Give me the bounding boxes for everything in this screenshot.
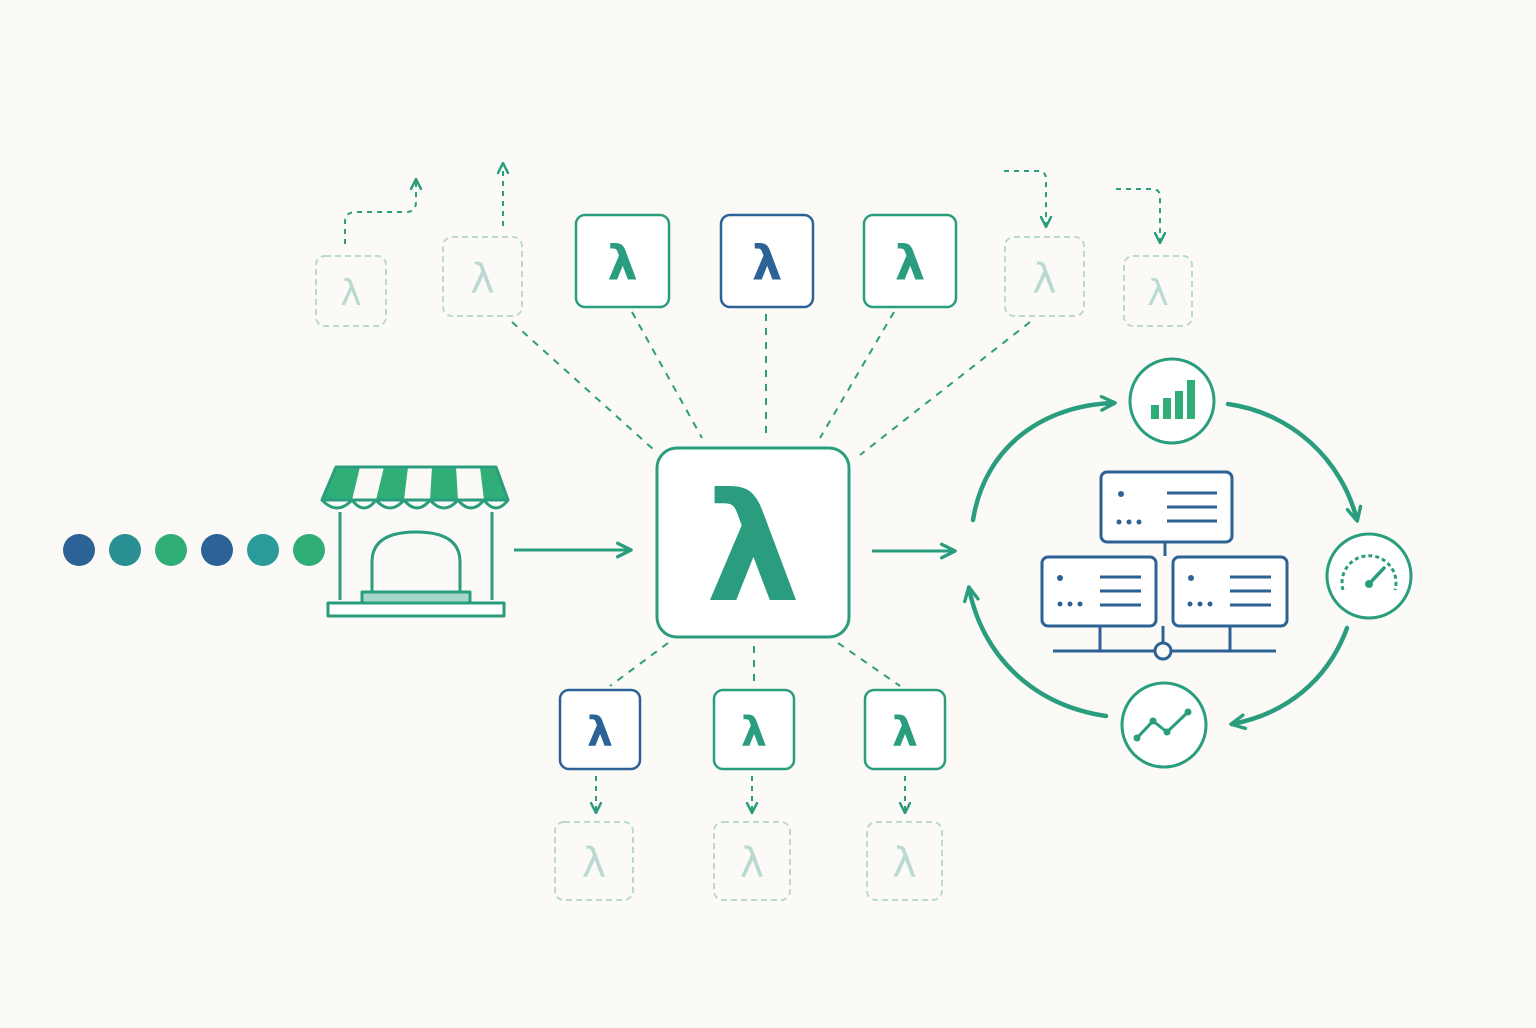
lambda-icon: λ <box>582 839 606 887</box>
scaled-instance-box <box>713 821 791 901</box>
lambda-icon: λ <box>752 235 782 291</box>
function-instance: λ <box>719 213 815 309</box>
scaled-instance-box <box>315 255 387 327</box>
storefront-icon <box>320 465 510 618</box>
lambda-icon: λ <box>740 839 764 887</box>
lambda-icon: λ <box>1147 273 1168 314</box>
scaled-instance-box <box>866 821 943 901</box>
function-instance-box <box>574 213 671 309</box>
function-instance: λ <box>712 688 796 771</box>
main-function-box <box>655 446 851 639</box>
fan-out-connectors <box>511 311 1031 687</box>
request-dot-icon <box>109 534 141 566</box>
scaled-instance: λ <box>442 236 523 317</box>
lambda-icon: λ <box>340 273 361 314</box>
function-instance-box <box>719 213 815 309</box>
function-instance: λ <box>863 688 947 771</box>
lambda-icon: λ <box>741 707 767 755</box>
function-instance: λ <box>574 213 671 309</box>
function-instance-box <box>558 688 642 771</box>
lambda-icon: λ <box>892 707 918 755</box>
server-rack-icon <box>1040 470 1289 661</box>
request-dot-icon <box>247 534 279 566</box>
function-instance-box <box>862 213 958 309</box>
function-instance: λ <box>558 688 642 771</box>
lambda-icon: λ <box>1032 254 1056 302</box>
scaled-instance: λ <box>713 821 791 901</box>
lambda-icon: λ <box>607 235 637 291</box>
main-lambda-icon: λ <box>706 462 801 636</box>
scaled-instance-box <box>1004 236 1085 317</box>
request-dot-icon <box>293 534 325 566</box>
scaled-instance: λ <box>1123 255 1193 327</box>
scaled-instance: λ <box>315 255 387 327</box>
scaled-instance-box <box>1123 255 1193 327</box>
main-function: λ <box>655 446 851 639</box>
lambda-instances: λ λ λ λ λ λ λ λ λ λ λ λ λ <box>315 213 1193 901</box>
line-chart-icon <box>1120 681 1208 769</box>
request-dot-icon <box>155 534 187 566</box>
bar-chart-icon <box>1128 357 1216 445</box>
scaled-instance-box <box>554 821 634 901</box>
function-instance: λ <box>862 213 958 309</box>
request-dot-icon <box>201 534 233 566</box>
scaled-instance: λ <box>1004 236 1085 317</box>
function-instance-box <box>712 688 796 771</box>
lambda-icon: λ <box>892 839 916 887</box>
lambda-icon: λ <box>470 254 494 302</box>
request-dot-icon <box>63 534 95 566</box>
function-instance-box <box>863 688 947 771</box>
scaling-arrows <box>344 164 1160 812</box>
cycle-arrows-icon <box>963 394 1363 731</box>
lambda-icon: λ <box>587 707 613 755</box>
speedometer-gauge-icon <box>1325 532 1413 620</box>
lambda-icon: λ <box>895 235 925 291</box>
scaled-instance: λ <box>866 821 943 901</box>
scaled-instance: λ <box>554 821 634 901</box>
request-queue <box>63 534 325 566</box>
scaled-instance-box <box>442 236 523 317</box>
